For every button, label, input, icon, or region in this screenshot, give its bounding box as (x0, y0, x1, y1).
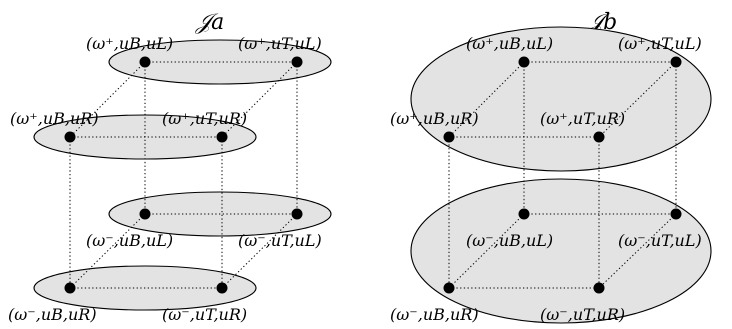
diagram-b-edges (448, 61, 677, 289)
edge (221, 213, 298, 289)
diagram-a-label-plus-t-r: (ω⁺,uT,uR) (162, 109, 247, 128)
diagram-a-label-plus-b-r: (ω⁺,uB,uR) (10, 109, 99, 128)
diagram-b-label-minus-t-r: (ω⁻,uT,uR) (540, 305, 625, 324)
diagram-a-node-minus-t-r (216, 282, 228, 294)
diagram-a-node-plus-t-r (216, 131, 228, 143)
diagram-b-label-minus-t-l: (ω⁻,uT,uL) (618, 231, 702, 250)
diagram-b-node-plus-b-l (518, 56, 530, 68)
edge (448, 61, 525, 138)
diagram-a-node-plus-t-l (291, 56, 303, 68)
diagram-a-label-minus-b-l: (ω⁻,uB,uL) (86, 231, 173, 250)
diagram-b-label-plus-b-l: (ω⁺,uB,uL) (466, 34, 553, 53)
diagram-b-label-plus-b-r: (ω⁺,uB,uR) (390, 109, 479, 128)
diagram-b-label-plus-t-r: (ω⁺,uT,uR) (540, 109, 625, 128)
diagram-b-label-minus-b-l: (ω⁻,uB,uL) (466, 231, 553, 250)
diagram-b-node-minus-t-l (670, 208, 682, 220)
diagram-b-node-plus-t-r (593, 131, 605, 143)
diagram-a-node-minus-b-r (64, 282, 76, 294)
diagram-b-node-minus-t-r (593, 282, 605, 294)
edge (69, 61, 146, 138)
diagram-b-node-plus-b-r (443, 131, 455, 143)
diagram-b-node-plus-t-l (670, 56, 682, 68)
diagram-b-node-minus-b-l (518, 208, 530, 220)
diagram-b-label-plus-t-l: (ω⁺,uT,uL) (618, 34, 702, 53)
edge (69, 213, 146, 289)
diagram-a-label-plus-t-l: (ω⁺,uT,uL) (238, 34, 322, 53)
diagram-b-group-plus (410, 26, 712, 172)
diagram-b-group-minus (410, 178, 712, 324)
diagram-a-label-minus-t-l: (ω⁻,uT,uL) (238, 231, 322, 250)
diagram-b: 𝒥b (ω⁺,uB,uL) (ω⁺,uT,uL) (ω⁺,uB,uR) (390, 10, 712, 324)
edge (221, 61, 298, 138)
diagram-b-label-minus-b-r: (ω⁻,uB,uR) (390, 305, 479, 324)
edge (598, 61, 677, 138)
diagram-a-edges (69, 61, 298, 289)
diagram-a-label-plus-b-l: (ω⁺,uB,uL) (86, 34, 173, 53)
diagram-a-node-plus-b-l (139, 56, 151, 68)
diagram-a: 𝒥a (ω⁺,uB,uL) (ω⁺,uT,uL) (ω⁺, (8, 10, 332, 324)
edge (448, 213, 525, 289)
diagram-b-node-minus-b-r (443, 282, 455, 294)
diagram-a-node-minus-t-l (291, 208, 303, 220)
diagram-a-title: 𝒥a (195, 10, 224, 35)
diagram-a-node-plus-b-r (64, 131, 76, 143)
diagram-a-node-minus-b-l (139, 208, 151, 220)
diagram-a-label-minus-b-r: (ω⁻,uB,uR) (8, 305, 97, 324)
edge (598, 213, 677, 289)
diagram-a-label-minus-t-r: (ω⁻,uT,uR) (162, 305, 247, 324)
